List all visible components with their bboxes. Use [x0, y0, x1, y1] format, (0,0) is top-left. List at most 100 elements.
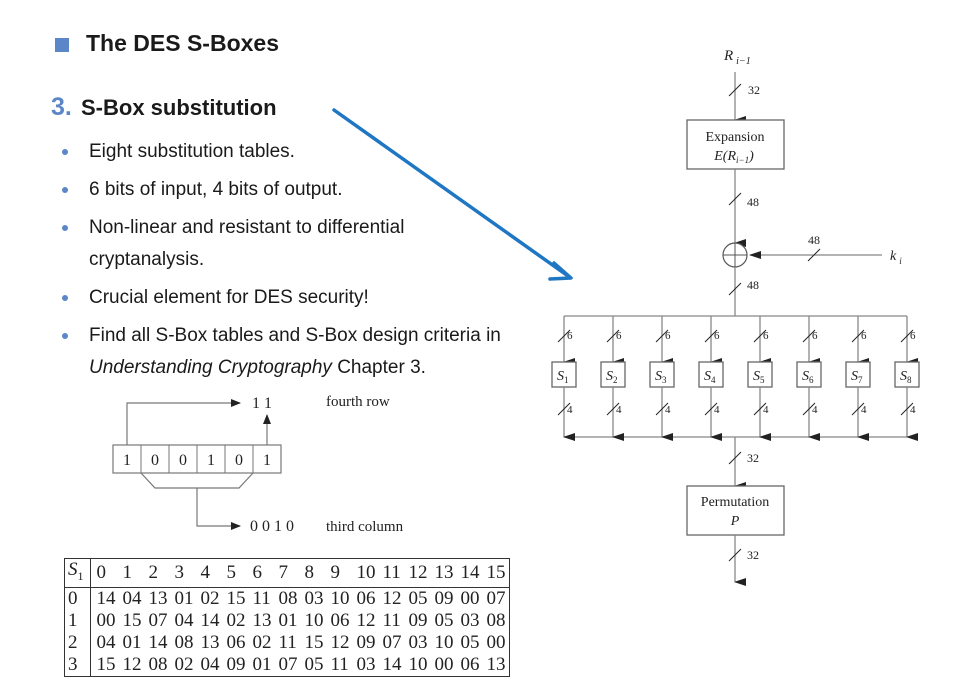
- table-cell: 06: [356, 587, 376, 609]
- sbox-label: S3: [655, 369, 667, 385]
- column-header: 15: [486, 561, 506, 583]
- bullet-text: Non-linear and resistant to differential…: [89, 217, 405, 270]
- bus-slash-icon: [728, 548, 742, 562]
- expansion-function: E(Ri−1): [713, 149, 754, 165]
- section-number: 3.: [51, 93, 72, 121]
- table-cell: 09: [226, 653, 246, 675]
- key-width-label: 48: [808, 233, 820, 247]
- table-cell: 10: [304, 609, 324, 631]
- table-cell: 06: [330, 609, 350, 631]
- sbox-output-width: 4: [812, 404, 818, 416]
- bus-slash-icon: [728, 282, 742, 296]
- bullet-dot-icon: [62, 187, 68, 193]
- bullet-list: Eight substitution tables. 6 bits of inp…: [62, 136, 542, 390]
- bus-slash-icon: [807, 248, 821, 262]
- table-cell: 10: [408, 653, 428, 675]
- table-cell: 02: [174, 653, 194, 675]
- table-cell: 05: [408, 587, 428, 609]
- sbox-output-width: 4: [910, 404, 916, 416]
- sbox-output-width: 4: [763, 404, 769, 416]
- sbox-label: S1: [557, 369, 569, 385]
- table-cell: 08: [486, 609, 506, 631]
- table-cell: 14: [148, 631, 168, 653]
- table-cell: 04: [122, 587, 142, 609]
- sbox-input-width: 6: [861, 330, 867, 342]
- sbox-label: S2: [606, 369, 618, 385]
- bus-slash-icon: [704, 329, 718, 343]
- sbox-input-width: 6: [616, 330, 622, 342]
- column-bit-arrow: [196, 488, 241, 530]
- sbox-input-width: 6: [665, 330, 671, 342]
- column-header: 14: [460, 561, 480, 583]
- permutation-box: [686, 485, 785, 536]
- table-cell: 07: [148, 609, 168, 631]
- bus-slash-icon: [753, 329, 767, 343]
- input-bits: 1 0 0 1 0 1: [112, 444, 282, 474]
- column-header: 7: [278, 561, 289, 583]
- row-bits: 1 1: [252, 395, 272, 412]
- pointer-arrow-head-icon: [548, 261, 573, 281]
- table-cell: 12: [122, 653, 142, 675]
- row-label: 3: [64, 653, 91, 677]
- bit-index-diagram: 1 1 fourth row 1 0 0 1 0 1 0 0 1 0 third…: [112, 394, 404, 535]
- sbox-input-width: 6: [567, 330, 573, 342]
- table-cell: 11: [252, 587, 271, 609]
- bus-slash-icon: [655, 402, 669, 416]
- column-header: 9: [330, 561, 341, 583]
- table-cell: 07: [382, 631, 402, 653]
- bullet-item: Find all S-Box tables and S-Box design c…: [62, 320, 549, 384]
- bullet-item: Crucial element for DES security!: [62, 282, 542, 314]
- sbox-output-width: 4: [714, 404, 720, 416]
- expansion-label: Expansion: [705, 130, 764, 145]
- table-cell: 11: [330, 653, 349, 675]
- table-cell: 03: [408, 631, 428, 653]
- bullet-dot-icon: [62, 149, 68, 155]
- table-cell: 05: [434, 609, 454, 631]
- column-header: 12: [408, 561, 428, 583]
- bus-slash-icon: [606, 329, 620, 343]
- column-header: 10: [356, 561, 376, 583]
- table-cell: 02: [200, 587, 220, 609]
- table-cell: 13: [148, 587, 168, 609]
- table-cell: 03: [304, 587, 324, 609]
- title-bullet-square-icon: [55, 38, 69, 52]
- table-cell: 01: [174, 587, 194, 609]
- section-title: S-Box substitution: [81, 95, 277, 120]
- sbox-label: S5: [753, 369, 765, 385]
- book-title: Understanding Cryptography: [89, 357, 332, 378]
- bullet-text: Find all S-Box tables and S-Box design c…: [89, 325, 501, 346]
- slide-title: The DES S-Boxes: [86, 30, 279, 56]
- output-width-label: 32: [747, 548, 759, 562]
- table-cell: 08: [174, 631, 194, 653]
- table-cell: 00: [460, 587, 480, 609]
- table-cell: 15: [226, 587, 246, 609]
- bus-slash-icon: [655, 329, 669, 343]
- table-cell: 12: [382, 587, 402, 609]
- table-cell: 04: [96, 631, 116, 653]
- row-bit-arrow: [126, 399, 241, 445]
- table-cell: 10: [330, 587, 350, 609]
- bit-cell: 1: [207, 452, 215, 469]
- column-header: 8: [304, 561, 315, 583]
- table-cell: 15: [304, 631, 324, 653]
- table-cell: 07: [486, 587, 506, 609]
- bus-slash-icon: [557, 329, 571, 343]
- column-header: 3: [174, 561, 185, 583]
- sbox-input-width: 6: [910, 330, 916, 342]
- table-cell: 11: [278, 631, 297, 653]
- column-label: third column: [326, 519, 404, 535]
- table-cell: 04: [174, 609, 194, 631]
- table-cell: 03: [356, 653, 376, 675]
- table-cell: 15: [122, 609, 142, 631]
- table-cell: 08: [148, 653, 168, 675]
- bullet-dot-icon: [62, 225, 68, 231]
- bit-cell: 0: [235, 452, 243, 469]
